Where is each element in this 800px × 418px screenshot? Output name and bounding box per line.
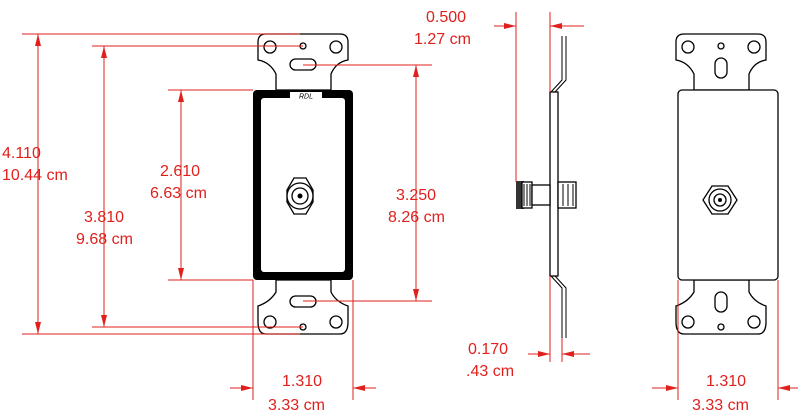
side-view: [516, 36, 577, 338]
rear-slot-top: [714, 57, 728, 79]
overall-height-inches: 4.110: [2, 145, 41, 162]
brand-label: RDL: [299, 94, 313, 101]
rear-housing: [677, 89, 779, 281]
side-depth-cm: 1.27 cm: [414, 31, 471, 48]
rear-width-inches: 1.310: [706, 373, 746, 390]
side-plate: [549, 91, 559, 277]
front-width-cm: 3.33 cm: [268, 397, 325, 414]
rear-small-hole-top: [717, 42, 725, 50]
rear-small-hole-bottom: [717, 323, 725, 331]
rear-width-cm: 3.33 cm: [692, 397, 749, 414]
screw-spacing-cm: 8.26 cm: [388, 209, 445, 226]
rear-ear-hole-bl: [681, 315, 695, 329]
plate-thickness-cm: .43 cm: [466, 363, 514, 380]
front-f-connector-pin: [297, 193, 303, 199]
front-ear-hole-tr: [329, 40, 343, 54]
side-f-connector-hex: [531, 184, 551, 206]
side-depth-inches: 0.500: [426, 9, 466, 26]
rear-view: [675, 33, 779, 335]
face-height-cm: 6.63 cm: [150, 185, 207, 202]
rear-f-connector-pin: [718, 198, 722, 202]
side-f-connector-tip: [516, 181, 524, 209]
dimension-labels: 4.110 10.44 cm 3.810 9.68 cm 2.610 6.63 …: [2, 9, 749, 414]
rear-slot-bottom: [714, 291, 728, 313]
front-ear-hole-br: [329, 315, 343, 329]
mount-spacing-inches: 3.810: [84, 209, 124, 226]
dimension-lines: [22, 12, 798, 400]
front-ear-hole-tl: [263, 40, 277, 54]
overall-height-cm: 10.44 cm: [2, 167, 68, 184]
rear-ear-hole-br: [747, 315, 761, 329]
screw-spacing-inches: 3.250: [396, 187, 436, 204]
front-ear-hole-bl: [263, 315, 277, 329]
rear-ear-hole-tr: [747, 40, 761, 54]
brand-tab: [290, 92, 322, 98]
mount-spacing-cm: 9.68 cm: [76, 231, 133, 248]
plate-thickness-inches: 0.170: [468, 341, 508, 358]
rear-ear-hole-tl: [681, 40, 695, 54]
face-height-inches: 2.610: [160, 163, 200, 180]
front-width-inches: 1.310: [282, 373, 322, 390]
front-view: RDL: [253, 33, 353, 335]
